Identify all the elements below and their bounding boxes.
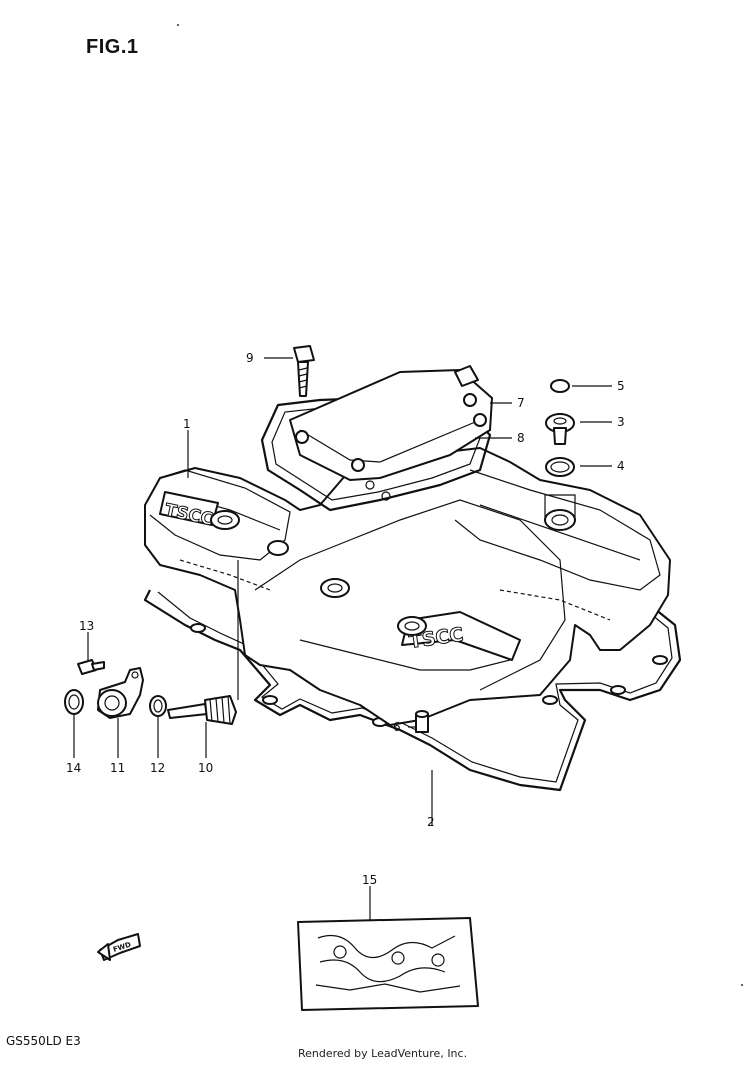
cylinder-head-cover [144,447,671,726]
callout-4: 4 [617,459,625,473]
cap-part-5 [550,379,570,393]
callout-14: 14 [66,761,81,775]
credit-text: Rendered by LeadVenture, Inc. [298,1047,468,1060]
tach-housing-part-11 [97,667,144,719]
gasket-bolt-hole [190,623,206,633]
forward-direction-arrow: FWD [97,933,141,961]
callout-8: 8 [517,431,525,445]
breather-cover-assembly [260,365,493,512]
callout-13: 13 [79,619,94,633]
o-ring-part-4 [545,457,575,477]
seal-part-14 [64,689,84,715]
dowel-pin-part-6 [415,710,429,733]
o-ring-part-12 [149,695,167,717]
gasket-bolt-hole [610,685,626,695]
bolt-part-9 [293,345,315,397]
cylinder-head-cover-assembly: TSCC TSCC [143,447,682,792]
callout-7: 7 [517,396,525,410]
gasket-bolt-hole [542,695,558,705]
callout-5: 5 [617,379,625,393]
callout-1: 1 [183,417,191,431]
callout-6: 6 [393,720,401,734]
gasket-bolt-hole [652,655,668,665]
callout-15: 15 [362,873,377,887]
callout-3: 3 [617,415,625,429]
callout-leader-lines [73,357,612,920]
gasket-set-part-15 [297,917,479,1011]
spark-plug-hole [210,510,240,530]
breather-cover-gasket [260,393,492,512]
callout-labels: 1 2 3 4 5 6 7 8 9 10 11 12 13 14 15 [66,351,625,887]
callout-2: 2 [427,815,435,829]
spark-plug-hole [397,616,427,636]
bolt-part-13 [77,659,105,675]
tach-drive-boss [267,540,289,556]
breather-cover [289,369,493,481]
screw-part-3 [545,413,575,445]
spark-plug-hole [320,578,350,598]
oil-filler-boss [544,509,576,531]
callout-10: 10 [198,761,213,775]
callout-9: 9 [246,351,254,365]
callout-11: 11 [110,761,125,775]
gasket-bolt-hole [262,695,278,705]
head-cover-gasket [143,589,682,792]
figure-title: FIG.1 [86,36,139,58]
callout-12: 12 [150,761,165,775]
tach-gear-part-10 [167,695,237,725]
tscc-emblem-left: TSCC [159,491,219,531]
model-label: GS550LD E3 [6,1034,81,1048]
